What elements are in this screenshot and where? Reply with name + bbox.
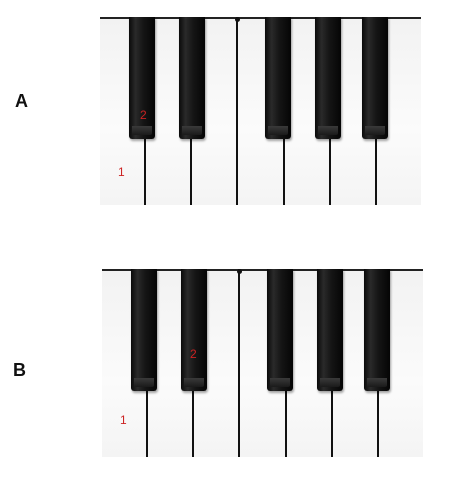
white-key-divider	[238, 269, 240, 457]
white-key-divider	[285, 391, 287, 457]
white-key-divider	[236, 17, 238, 205]
white-key-divider	[283, 139, 285, 205]
white-key-divider	[377, 391, 379, 457]
black-key	[364, 269, 390, 391]
finger-number-one: 1	[120, 413, 127, 427]
black-key	[362, 17, 388, 139]
key-gap-marker	[235, 17, 240, 22]
black-key	[317, 269, 343, 391]
finger-number-two: 2	[140, 108, 147, 122]
white-key-divider	[146, 391, 148, 457]
black-key	[181, 269, 207, 391]
black-key	[315, 17, 341, 139]
key-gap-marker	[237, 269, 242, 274]
black-key	[131, 269, 157, 391]
white-key-divider	[329, 139, 331, 205]
piano-keyboard-b: 2 1	[102, 269, 423, 457]
white-key-divider	[144, 139, 146, 205]
black-key	[179, 17, 205, 139]
white-key-divider	[190, 139, 192, 205]
black-key	[265, 17, 291, 139]
white-key-divider	[192, 391, 194, 457]
finger-number-two: 2	[190, 347, 197, 361]
black-key	[129, 17, 155, 139]
white-key-divider	[375, 139, 377, 205]
white-key-divider	[331, 391, 333, 457]
black-key	[267, 269, 293, 391]
panel-label-a: A	[15, 91, 28, 111]
panel-label-b: B	[13, 360, 26, 380]
finger-number-one: 1	[118, 165, 125, 179]
piano-keyboard-a: 2 1	[100, 17, 421, 205]
